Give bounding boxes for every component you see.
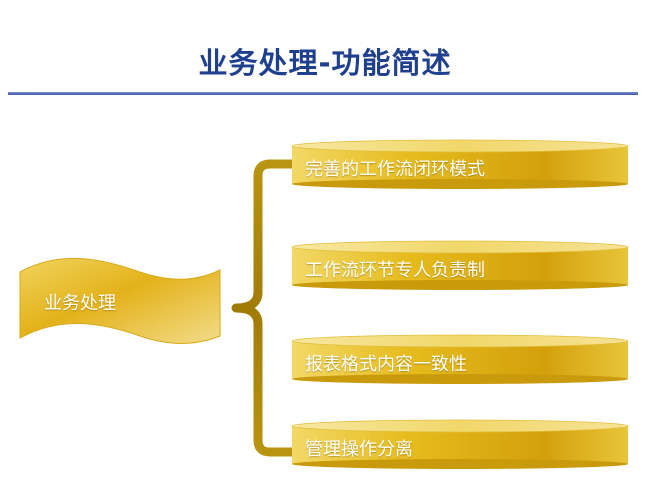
item-cylinder-3 (291, 334, 629, 384)
item-cylinder-4 (291, 419, 629, 469)
item-label-1: 完善的工作流闭环模式 (305, 159, 485, 180)
item-label-4: 管理操作分离 (305, 439, 413, 460)
center-banner-shape (19, 257, 221, 344)
slide-title: 业务处理-功能简述 (198, 46, 452, 80)
item-cylinder-1 (291, 139, 629, 189)
center-banner-label: 业务处理 (44, 293, 116, 314)
item-label-2: 工作流环节专人负责制 (305, 260, 485, 281)
item-label-3: 报表格式内容一致性 (305, 354, 467, 375)
item-cylinder-2 (291, 240, 629, 290)
curly-brace (231, 159, 297, 457)
title-underline (8, 92, 638, 95)
